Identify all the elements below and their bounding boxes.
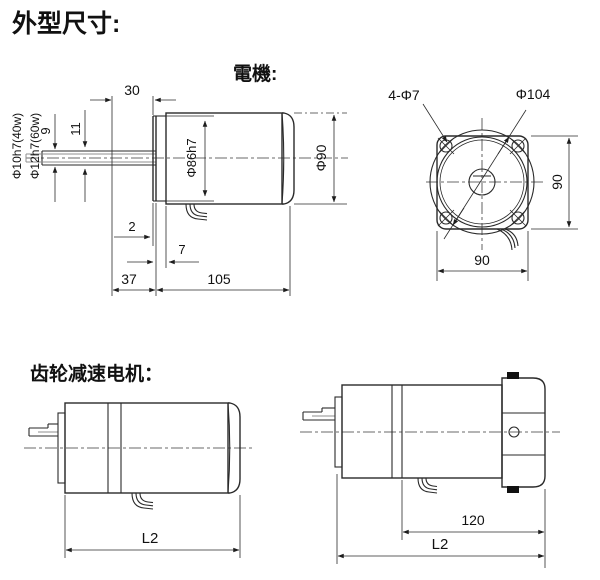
mounting-hole	[437, 209, 455, 227]
dim-motor-brake-length: 120	[461, 512, 485, 528]
gearmotor-shaft	[28, 423, 58, 437]
dim-plate-thickness: 2	[128, 219, 135, 234]
dim-flat-11: 11	[68, 122, 83, 136]
body-circle-90	[436, 136, 528, 228]
motor-flange	[152, 115, 214, 202]
gearmotor-plain-dimension-lines	[64, 495, 241, 558]
shaft-spec-60w: Φ12h7(60w)	[28, 113, 42, 179]
dim-shaft-length: 30	[124, 82, 140, 98]
motor-front-view: 4-Φ7 Φ104 90 90	[388, 86, 578, 281]
shaft-spec-40w: Φ10h7(40w)	[10, 113, 24, 179]
spigot-circle-86	[439, 139, 525, 225]
dim-boss-depth: 7	[178, 242, 185, 257]
dim-front-length: 37	[121, 271, 137, 287]
gearmotor-plain-view: L2	[24, 402, 252, 558]
dim-flat-9: 9	[38, 127, 53, 134]
brake-unit	[501, 372, 546, 493]
gearmotor-brake-dimension-lines	[336, 474, 546, 568]
dim-total-length-L2: L2	[432, 536, 449, 553]
motor-side-dimension-lines	[52, 97, 337, 293]
mounting-hole	[509, 209, 527, 227]
shaft-hole	[468, 168, 496, 196]
gearmotor-body	[341, 384, 503, 479]
dim-body-length: 105	[207, 271, 231, 287]
brake-terminal-top	[507, 372, 519, 379]
gearmotor-section-heading: 齿轮减速电机：	[30, 362, 163, 385]
brake-release-hole	[508, 426, 520, 438]
dim-total-length-L2: L2	[142, 530, 159, 547]
motor-section-heading: 電機:	[233, 62, 277, 85]
gearmotor-brake-view: 120 L2	[300, 372, 560, 568]
dim-flange-height: 90	[549, 174, 565, 190]
dim-body-diameter: Φ90	[313, 144, 329, 171]
front-view-wires	[496, 228, 519, 251]
dim-pilot-diameter: Φ86h7	[184, 138, 199, 177]
motor-body	[165, 112, 295, 205]
dim-pilot-circle: Φ104	[516, 86, 551, 102]
motor-side-extension-lines	[111, 96, 347, 296]
motor-front-dimension-lines	[422, 103, 578, 281]
dim-hole-count: 4-Φ7	[388, 87, 420, 103]
dim-flange-width: 90	[474, 252, 490, 268]
gearmotor-body	[64, 402, 229, 494]
brake-terminal-bottom	[507, 486, 519, 493]
rear-cap	[228, 402, 241, 494]
motor-wires	[185, 203, 208, 221]
pilot-circle-104	[429, 129, 535, 235]
motor-shaft	[25, 150, 156, 166]
mounting-holes	[437, 137, 527, 227]
motor-side-view: 30 9 11 Φ10h7(40w) Φ12h7(60w) Φ86h7 Φ90 …	[10, 82, 348, 296]
mounting-hole	[509, 137, 527, 155]
gearmotor-wires	[131, 492, 154, 510]
rear-cap-seam	[227, 402, 231, 494]
gearmotor-brake-shaft	[302, 407, 335, 421]
gearmotor-brake-wires	[417, 477, 438, 494]
page-title: 外型尺寸:	[12, 9, 120, 38]
